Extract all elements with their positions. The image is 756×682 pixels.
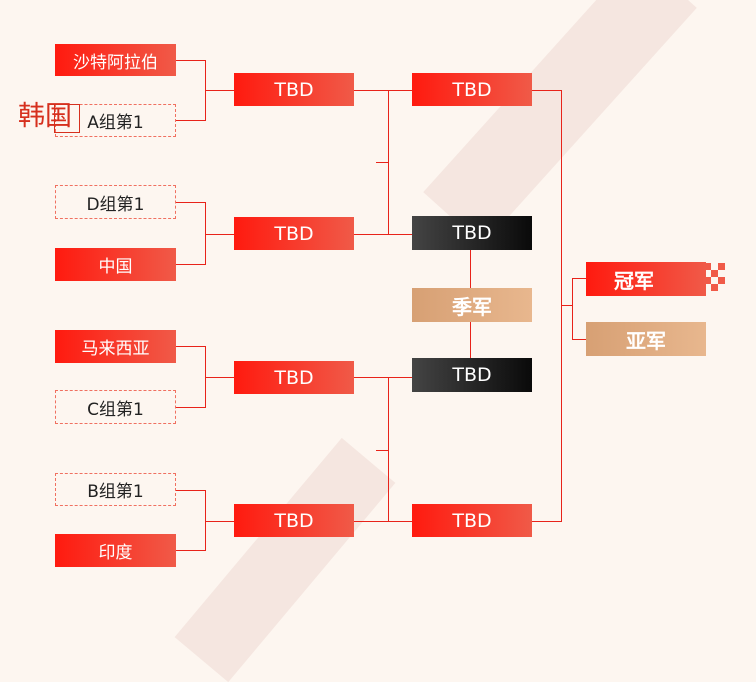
handwritten-box-mark xyxy=(54,104,80,133)
quarterfinal-slot-2: TBD xyxy=(234,217,354,250)
semifinal-slot-1: TBD xyxy=(412,73,532,106)
third-place-label: 季军 xyxy=(412,288,532,322)
background-stripe xyxy=(423,0,697,246)
team-slot-china: 中国 xyxy=(55,248,176,281)
team-slot-group-d-winner: D组第1 xyxy=(55,185,176,219)
team-slot-group-c-winner: C组第1 xyxy=(55,390,176,424)
checkered-flag-icon xyxy=(704,263,726,295)
champion-slot: 冠军 xyxy=(586,262,706,296)
runner-up-slot: 亚军 xyxy=(586,322,706,356)
background-stripe xyxy=(174,437,396,682)
team-slot-saudi-arabia: 沙特阿拉伯 xyxy=(55,44,176,76)
team-slot-malaysia: 马来西亚 xyxy=(55,330,176,363)
third-place-slot-1: TBD xyxy=(412,216,532,250)
third-place-slot-2: TBD xyxy=(412,358,532,392)
team-slot-india: 印度 xyxy=(55,534,176,567)
team-slot-group-a-winner: A组第1 xyxy=(55,104,176,137)
team-slot-group-b-winner: B组第1 xyxy=(55,473,176,506)
semifinal-slot-2: TBD xyxy=(412,504,532,537)
handwritten-note: 韩国 xyxy=(18,101,72,132)
quarterfinal-slot-3: TBD xyxy=(234,361,354,394)
quarterfinal-slot-4: TBD xyxy=(234,504,354,537)
quarterfinal-slot-1: TBD xyxy=(234,73,354,106)
